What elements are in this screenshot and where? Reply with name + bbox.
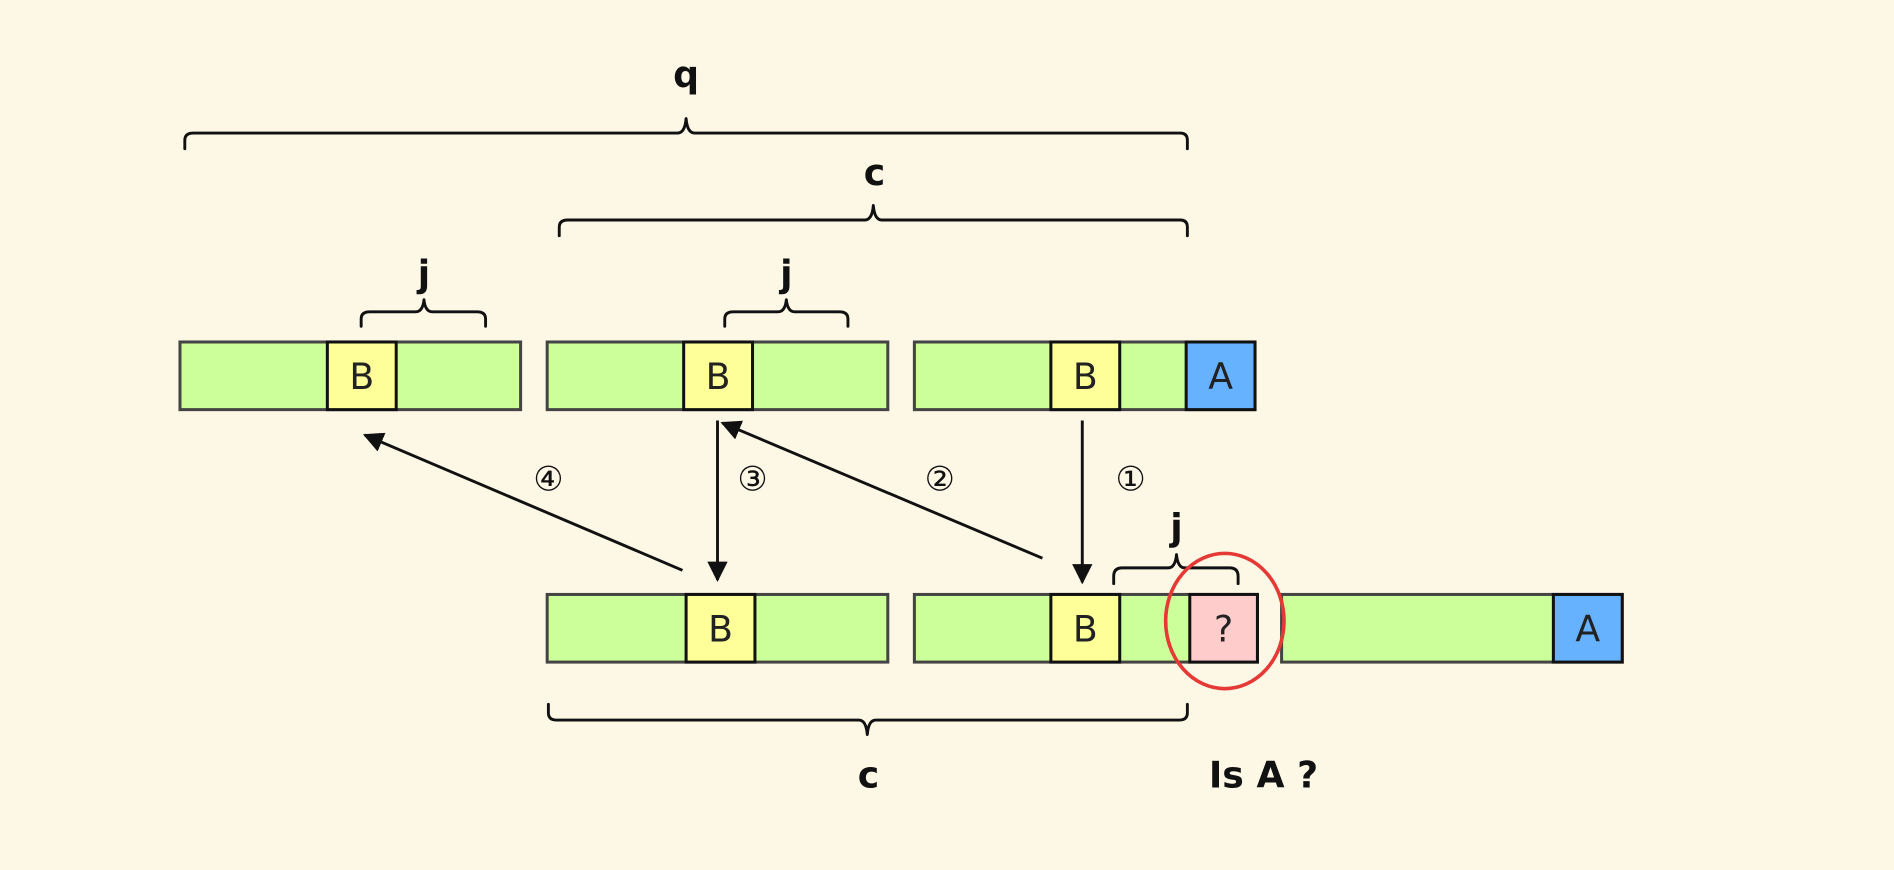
brace-j-3 [1112,553,1240,586]
svg-text:B: B [708,608,733,651]
label-c-top: c [864,151,885,194]
b-cell [1049,340,1122,412]
svg-text:B: B [1073,608,1098,651]
b-cell [325,340,398,412]
bottom-bar-1: B [545,592,890,664]
arrow-step-4 [362,432,684,572]
brace-q [183,117,1189,151]
step-2-label: ② [925,460,955,499]
label-q: q [673,53,699,96]
arrow-step-2 [720,420,1043,560]
step-4-label: ④ [533,460,563,499]
svg-text:A: A [1575,608,1600,651]
a-cell [1551,592,1624,664]
highlight-circle [1163,551,1286,691]
label-j-1: j [416,252,430,295]
step-3-label: ③ [737,460,767,499]
b-cell [684,592,757,664]
b-cell [682,340,755,412]
bottom-bar-2: B ? [912,592,1259,664]
svg-text:B: B [1073,355,1098,398]
svg-text:A: A [1208,355,1233,398]
label-j-2: j [778,252,792,295]
b-cell [1049,592,1122,664]
label-j-3: j [1168,506,1182,549]
bottom-bar-3: A [1280,592,1624,664]
brace-j-1 [359,298,488,328]
top-bar-2: B [545,340,890,412]
question-text: Is A ? [1209,754,1318,797]
a-cell [1184,340,1257,412]
top-bar-3: B A [912,340,1257,412]
brace-c-top [557,204,1189,238]
svg-text:B: B [349,355,374,398]
svg-text:B: B [706,355,731,398]
label-c-bottom: c [858,754,879,797]
brace-j-2 [723,298,850,328]
unknown-cell [1188,592,1259,664]
brace-c-bottom [546,702,1189,737]
svg-text:?: ? [1214,608,1233,651]
top-bar-1: B [178,340,523,412]
step-1-label: ① [1115,460,1145,499]
